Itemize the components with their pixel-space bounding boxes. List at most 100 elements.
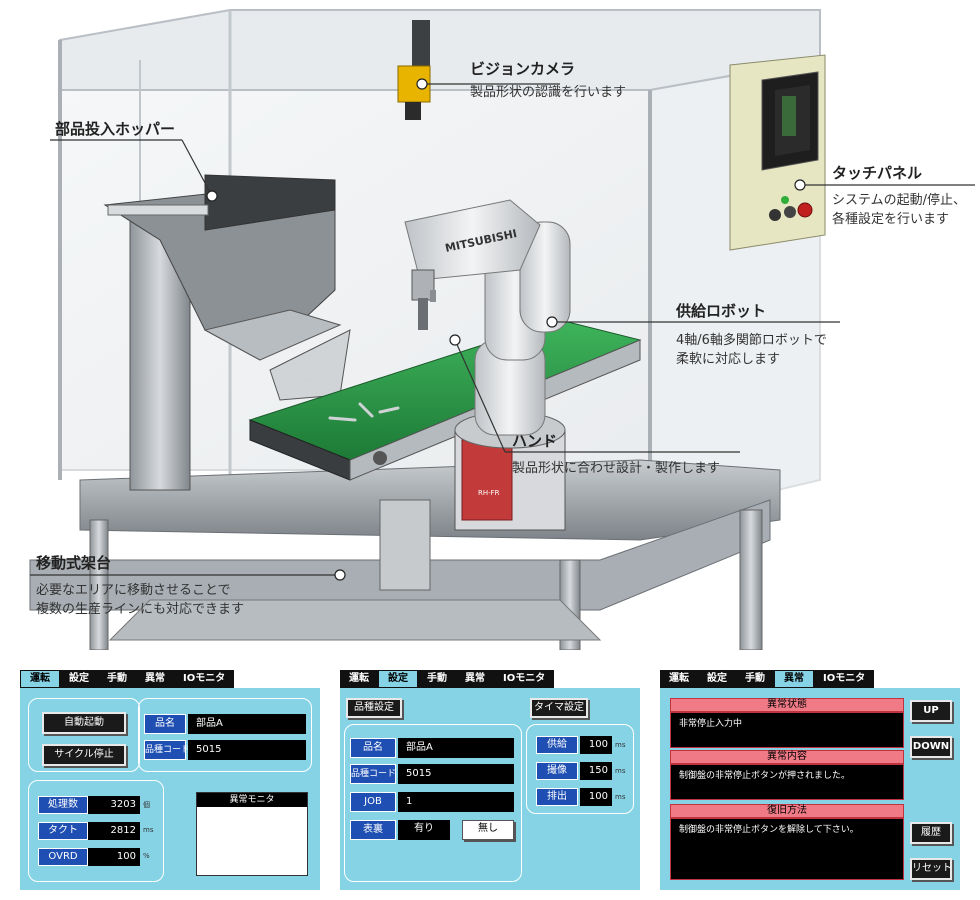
alarm-content-body: 制御盤の非常停止ボタンが押されました。 bbox=[670, 764, 904, 800]
callout-title: 供給ロボット bbox=[676, 302, 767, 320]
product-params-group bbox=[344, 724, 522, 882]
callout-title: 部品投入ホッパー bbox=[55, 120, 176, 138]
callout-desc-2: 複数の生産ラインにも対応できます bbox=[36, 602, 245, 617]
svg-text:RH-FR: RH-FR bbox=[478, 489, 500, 497]
callout-robot: 供給ロボット 4軸/6軸多関節ロボットで 柔軟に対応します bbox=[676, 300, 827, 369]
hmi-settings-screen: 運転 設定 手動 異常 IOモニタ 品種設定 タイマ設定 品名 部品A 品種コー… bbox=[340, 666, 640, 890]
parts-hopper bbox=[103, 174, 351, 491]
callout-vision-camera: ビジョンカメラ 製品形状の認識を行います bbox=[470, 58, 626, 102]
tact-label: タクト bbox=[38, 822, 88, 840]
callout-dots bbox=[206, 78, 806, 581]
image-label: 撮像 bbox=[536, 762, 578, 780]
callout-title: ハンド bbox=[512, 432, 558, 450]
product-name-label: 品名 bbox=[144, 714, 186, 734]
tab-io-monitor[interactable]: IOモニタ bbox=[503, 673, 546, 684]
tab-io-monitor[interactable]: IOモニタ bbox=[823, 673, 866, 684]
count-label: 処理数 bbox=[38, 796, 88, 814]
name-value: 部品A bbox=[398, 738, 514, 758]
callout-touch-panel: タッチパネル システムの起動/停止、 各種設定を行います bbox=[832, 162, 966, 229]
callout-desc-1: 必要なエリアに移動させることで bbox=[36, 583, 231, 598]
tab-io-monitor[interactable]: IOモニタ bbox=[183, 673, 226, 684]
screen-body: 品種設定 タイマ設定 品名 部品A 品種コード 5015 JOB 1 表裏 有り… bbox=[340, 688, 640, 890]
name-label: 品名 bbox=[350, 738, 396, 758]
callout-hopper: 部品投入ホッパー bbox=[55, 118, 175, 139]
ovrd-unit: % bbox=[143, 852, 150, 860]
touch-panel bbox=[729, 54, 826, 251]
timer-setting-button[interactable]: タイマ設定 bbox=[530, 698, 588, 718]
tab-run[interactable]: 運転 bbox=[669, 673, 689, 684]
recovery-body: 制御盤の非常停止ボタンを解除して下さい。 bbox=[670, 818, 904, 880]
alarm-monitor-title: 異常モニタ bbox=[197, 793, 307, 807]
alarm-status-body: 非常停止入力中 bbox=[670, 712, 904, 748]
callout-desc: 製品形状に合わせ設計・製作します bbox=[512, 461, 721, 476]
tab-settings[interactable]: 設定 bbox=[707, 673, 727, 684]
down-button[interactable]: DOWN bbox=[910, 736, 952, 758]
product-code-value: 5015 bbox=[188, 740, 306, 760]
tab-settings[interactable]: 設定 bbox=[378, 670, 418, 688]
count-value: 3203 bbox=[88, 796, 140, 814]
job-label: JOB bbox=[350, 792, 396, 812]
hmi-alarm-screen: 運転 設定 手動 異常 IOモニタ 異常状態 非常停止入力中 異常内容 制御盤の… bbox=[660, 666, 960, 890]
callout-desc-1: システムの起動/停止、 bbox=[832, 193, 966, 208]
face-label: 表裏 bbox=[350, 820, 396, 840]
callout-title: タッチパネル bbox=[832, 164, 923, 182]
reset-button[interactable]: リセット bbox=[910, 858, 952, 880]
ovrd-label: OVRD bbox=[38, 848, 88, 866]
cycle-stop-button[interactable]: サイクル停止 bbox=[42, 744, 126, 766]
mobile-stand bbox=[29, 459, 781, 650]
discharge-unit: ms bbox=[615, 793, 626, 801]
job-value: 1 bbox=[398, 792, 514, 812]
tab-manual[interactable]: 手動 bbox=[427, 673, 447, 684]
image-unit: ms bbox=[615, 767, 626, 775]
leader-lines bbox=[30, 83, 975, 576]
recovery-head: 復旧方法 bbox=[670, 804, 904, 818]
image-value: 150 bbox=[580, 762, 612, 780]
discharge-value: 100 bbox=[580, 788, 612, 806]
tab-bar: 運転 設定 手動 異常 IOモニタ bbox=[20, 670, 235, 688]
alarm-status-head: 異常状態 bbox=[670, 698, 904, 712]
face-on-button[interactable]: 有り bbox=[398, 820, 450, 840]
vision-camera bbox=[397, 20, 431, 120]
supply-unit: ms bbox=[615, 741, 626, 749]
tab-manual[interactable]: 手動 bbox=[107, 673, 127, 684]
code-label: 品種コード bbox=[350, 764, 396, 784]
callout-desc: 製品形状の認識を行います bbox=[470, 85, 627, 100]
alarm-monitor-box: 異常モニタ bbox=[196, 792, 308, 876]
callout-desc-2: 各種設定を行います bbox=[832, 212, 950, 227]
tab-run[interactable]: 運転 bbox=[349, 673, 369, 684]
auto-start-button[interactable]: 自動起動 bbox=[42, 712, 126, 734]
tab-bar: 運転 設定 手動 異常 IOモニタ bbox=[340, 670, 555, 688]
ovrd-value: 100 bbox=[88, 848, 140, 866]
product-setting-button[interactable]: 品種設定 bbox=[346, 698, 402, 718]
tab-alarm[interactable]: 異常 bbox=[465, 673, 485, 684]
counter-group bbox=[28, 780, 164, 882]
callout-stand: 移動式架台 必要なエリアに移動させることで 複数の生産ラインにも対応できます bbox=[36, 552, 244, 619]
discharge-label: 排出 bbox=[536, 788, 578, 806]
supply-label: 供給 bbox=[536, 736, 578, 754]
callout-desc-1: 4軸/6軸多関節ロボットで bbox=[676, 333, 827, 348]
supply-robot: RH-FR MITSUBISHI bbox=[404, 199, 571, 531]
history-button[interactable]: 履歴 bbox=[910, 822, 952, 844]
tact-unit: ms bbox=[143, 826, 154, 834]
tab-alarm[interactable]: 異常 bbox=[774, 670, 814, 688]
product-name-value: 部品A bbox=[188, 714, 306, 734]
product-group bbox=[138, 698, 312, 772]
callout-title: ビジョンカメラ bbox=[470, 60, 576, 78]
code-value: 5015 bbox=[398, 764, 514, 784]
up-button[interactable]: UP bbox=[910, 700, 952, 722]
control-group bbox=[28, 698, 140, 772]
tab-bar: 運転 設定 手動 異常 IOモニタ bbox=[660, 670, 875, 688]
screen-body: 自動起動 サイクル停止 品名 部品A 品種コード 5015 処理数 3203 個… bbox=[20, 688, 320, 890]
tab-alarm[interactable]: 異常 bbox=[145, 673, 165, 684]
screen-body: 異常状態 非常停止入力中 異常内容 制御盤の非常停止ボタンが押されました。 復旧… bbox=[660, 688, 960, 890]
count-unit: 個 bbox=[143, 801, 150, 809]
tab-run[interactable]: 運転 bbox=[20, 670, 60, 688]
face-off-button[interactable]: 無し bbox=[462, 820, 514, 840]
callout-hand: ハンド 製品形状に合わせ設計・製作します bbox=[512, 430, 720, 478]
hmi-run-screen: 運転 設定 手動 異常 IOモニタ 自動起動 サイクル停止 品名 部品A 品種コ… bbox=[20, 666, 320, 890]
callout-title: 移動式架台 bbox=[36, 554, 112, 572]
tab-settings[interactable]: 設定 bbox=[69, 673, 89, 684]
product-code-label: 品種コード bbox=[144, 740, 190, 760]
alarm-content-head: 異常内容 bbox=[670, 750, 904, 764]
tab-manual[interactable]: 手動 bbox=[745, 673, 765, 684]
